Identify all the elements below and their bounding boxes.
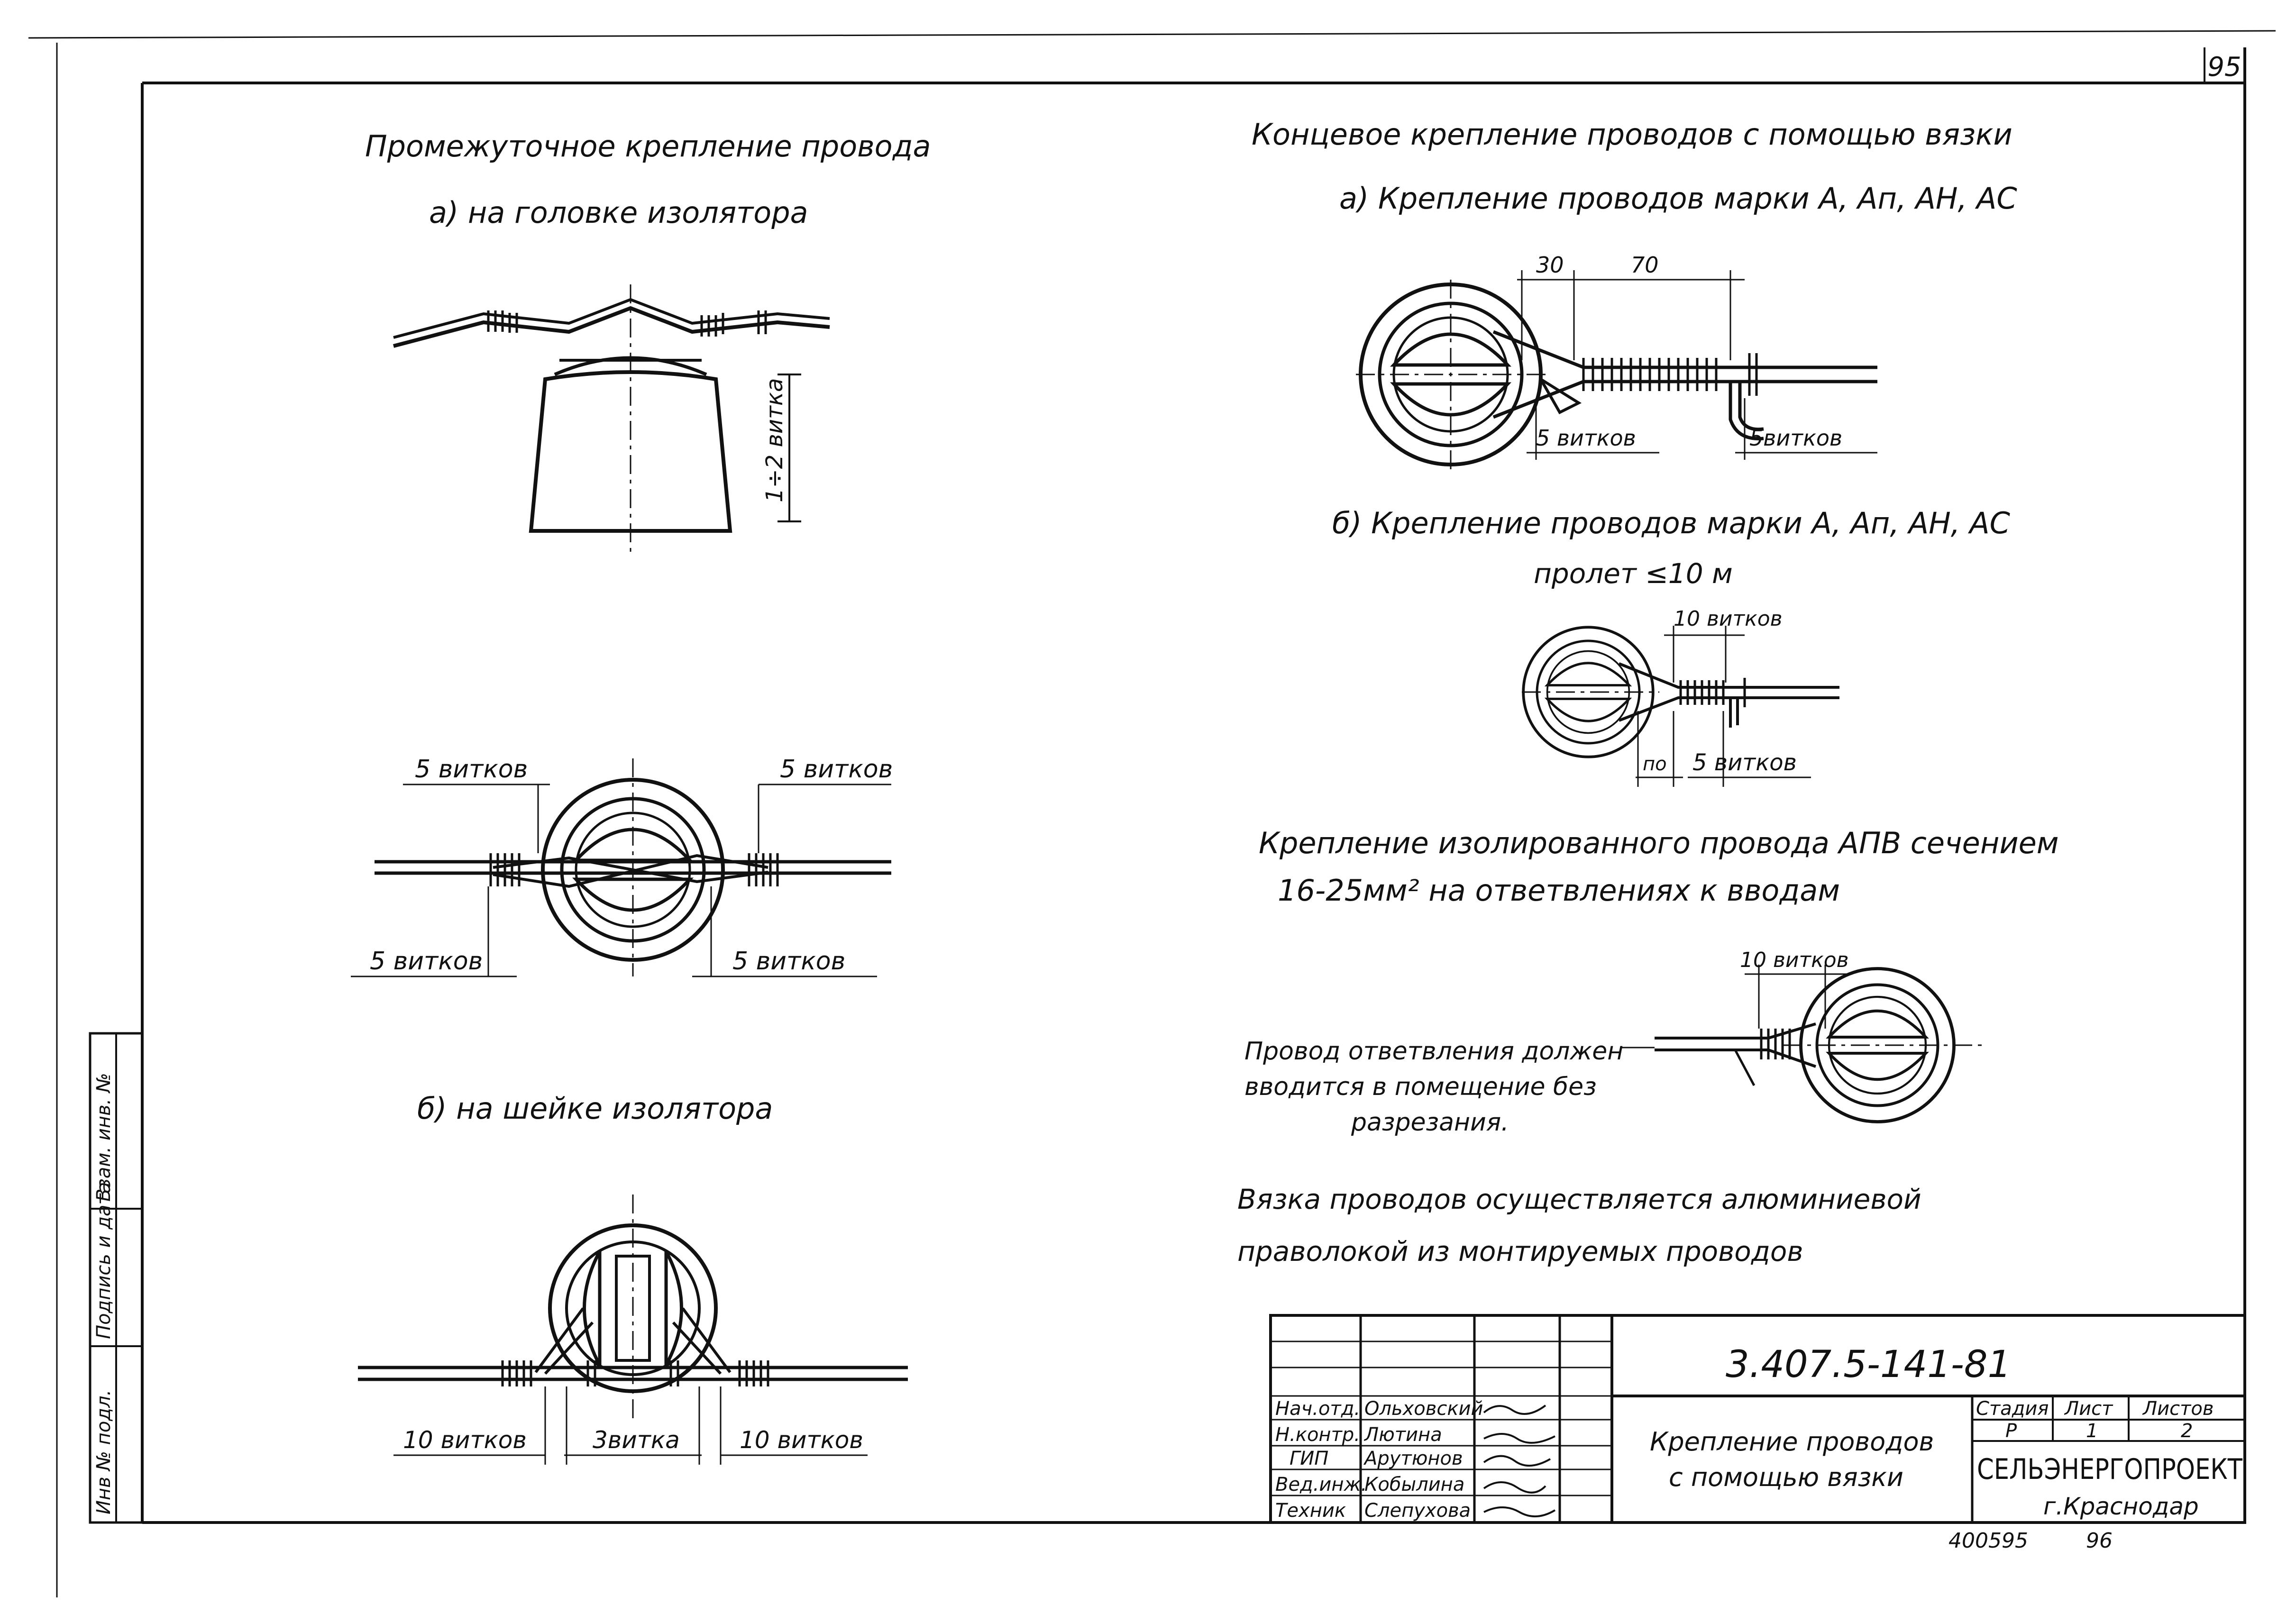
branch-note-line-2: вводится в помещение без xyxy=(1244,1073,1597,1101)
role-3: ГИП xyxy=(1290,1448,1328,1469)
stage-value: Р xyxy=(2005,1420,2017,1442)
left-heading: Промежуточное крепление провода xyxy=(365,129,931,164)
city: г.Краснодар xyxy=(2043,1493,2199,1520)
role-2: Н.контр. xyxy=(1275,1424,1360,1446)
side-stamp-signature-date: Подпись и дата xyxy=(93,1182,115,1339)
end-b-turns: 5 витков xyxy=(1692,749,1797,776)
doc-code: 3.407.5-141-81 xyxy=(1726,1343,2011,1386)
insulator-head-fixing xyxy=(393,284,830,555)
end-a-dim-70: 70 xyxy=(1631,252,1659,278)
role-5: Техник xyxy=(1275,1500,1346,1522)
neck-turns-center: 3витка xyxy=(593,1426,680,1454)
end-a-turns-left: 5 витков xyxy=(1536,425,1636,451)
role-1: Нач.отд. xyxy=(1275,1398,1360,1420)
insulated-heading-line-1: Крепление изолированного провода АПВ сеч… xyxy=(1259,826,2059,860)
part-a-dim-label: 1÷2 витка xyxy=(761,378,788,502)
part-a-caption: а) на головке изолятора xyxy=(429,195,808,230)
insulator-neck-fixing xyxy=(358,1194,908,1465)
general-note-line-2: праволокой из монтируемых проводов xyxy=(1237,1235,1803,1267)
neck-turns-left: 10 витков xyxy=(403,1426,527,1454)
branch-note-line-3: разрезания. xyxy=(1351,1108,1509,1137)
side-stamp: Инв № подл. Подпись и дата Взам. инв. № xyxy=(89,1032,144,1524)
title-block xyxy=(1269,1314,2246,1524)
name-4: Кобылина xyxy=(1364,1474,1464,1495)
part-b-caption: б) на шейке изолятора xyxy=(417,1091,773,1126)
insulated-heading-line-2: 16-25мм² на ответвлениях к вводам xyxy=(1278,873,1840,908)
sheet-value: 1 xyxy=(2086,1420,2098,1442)
name-2: Лютина xyxy=(1363,1424,1442,1446)
turns-top-right: 5 витков xyxy=(780,755,893,784)
side-stamp-replace-inv: Взам. инв. № xyxy=(93,1073,115,1202)
name-3: Арутюнов xyxy=(1363,1448,1463,1469)
turns-top-left: 5 витков xyxy=(415,755,528,784)
end-b-dim-small: по xyxy=(1643,753,1667,775)
end-fixing-a-drawing xyxy=(1356,270,1877,469)
insulated-dim: 10 витков xyxy=(1740,948,1849,972)
end-a-dim-30: 30 xyxy=(1536,252,1564,278)
end-fixing-a-caption: а) Крепление проводов марки А, Ап, АН, А… xyxy=(1339,181,2017,216)
end-fixing-b-span: пролет ≤10 м xyxy=(1534,557,1733,590)
turns-bottom-left: 5 витков xyxy=(370,947,483,976)
role-4: Вед.инж. xyxy=(1275,1474,1367,1495)
end-fixing-b-caption: б) Крепление проводов марки А, Ап, АН, А… xyxy=(1332,506,2011,540)
end-fixing-b-drawing xyxy=(1522,626,1839,787)
name-1: Ольховский xyxy=(1364,1398,1483,1420)
end-a-turns-right: 5витков xyxy=(1749,425,1842,451)
archive-suffix: 96 xyxy=(2086,1529,2113,1553)
drawing-title-line-1: Крепление проводов xyxy=(1650,1427,1934,1457)
right-heading: Концевое крепление проводов с помощью вя… xyxy=(1252,117,2012,152)
archive-number: 400595 xyxy=(1948,1529,2028,1553)
insulated-fixing-drawing xyxy=(1621,965,1982,1122)
branch-note-line-1: Провод ответвления должен xyxy=(1244,1037,1623,1066)
drawing-title-line-2: с помощью вязки xyxy=(1669,1462,1903,1492)
stage-header: Стадия xyxy=(1976,1398,2049,1420)
sheet-header: Лист xyxy=(2064,1398,2113,1420)
name-5: Слепухова xyxy=(1364,1500,1471,1522)
organization: СЕЛЬЭНЕРГОПРОЕКТ xyxy=(1977,1453,2242,1486)
neck-turns-right: 10 витков xyxy=(740,1426,863,1454)
turns-bottom-right: 5 витков xyxy=(732,947,845,976)
sheet-number: 95 xyxy=(2207,52,2241,82)
side-stamp-inv-no: Инв № подл. xyxy=(93,1390,115,1514)
sheets-header: Листов xyxy=(2142,1398,2214,1420)
sheets-value: 2 xyxy=(2181,1420,2193,1442)
general-note-line-1: Вязка проводов осуществляется алюминиево… xyxy=(1237,1183,1921,1215)
insulator-side-fixing xyxy=(351,758,891,977)
end-b-dim-top: 10 витков xyxy=(1674,607,1783,631)
